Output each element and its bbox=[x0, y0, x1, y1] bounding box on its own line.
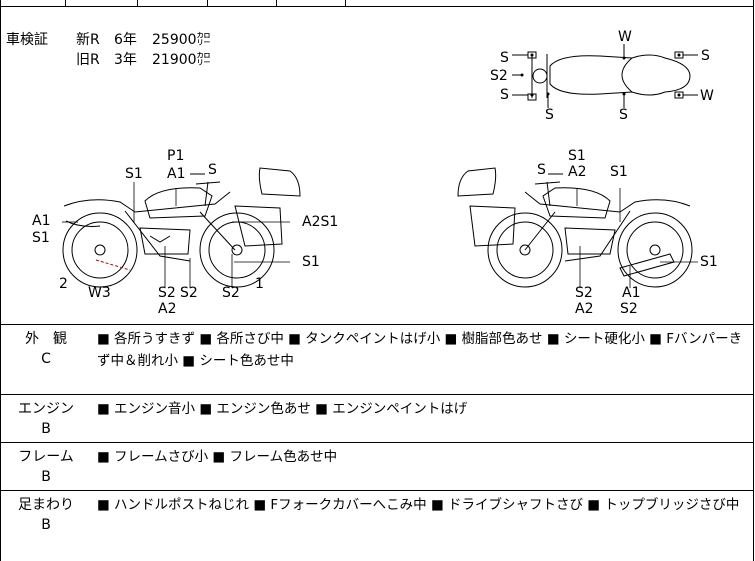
damage-label: A1 bbox=[167, 166, 186, 182]
damage-label: S1 bbox=[302, 254, 320, 270]
damage-label: S1 bbox=[568, 148, 586, 164]
condition-grade: B bbox=[41, 517, 51, 533]
condition-desc: ■ フレームさび小 ■ フレーム色あせ中 bbox=[97, 449, 338, 465]
damage-label: A2 bbox=[158, 301, 177, 317]
damage-label: S bbox=[701, 48, 710, 64]
damage-label: S2 bbox=[222, 285, 240, 301]
damage-label: W bbox=[618, 29, 632, 45]
damage-label: A1 bbox=[622, 285, 641, 301]
table-top-strip bbox=[0, 0, 754, 7]
top-view-motorcycle-icon bbox=[512, 44, 698, 108]
condition-name: フレーム bbox=[18, 449, 74, 465]
damage-label: S1 bbox=[32, 230, 50, 246]
damage-label: S2 bbox=[180, 285, 198, 301]
damage-label: S bbox=[208, 162, 217, 178]
right-side-motorcycle-icon bbox=[457, 167, 693, 288]
condition-desc: ■ ハンドルポストねじれ ■ Fフォークカバーへこみ中 ■ ドライブシャフトさび… bbox=[97, 497, 740, 513]
condition-desc: ■ エンジン音小 ■ エンジン色あせ ■ エンジンペイントはげ bbox=[97, 401, 468, 417]
damage-label: S bbox=[545, 107, 554, 123]
condition-row-engine: エンジン B ■ エンジン音小 ■ エンジン色あせ ■ エンジンペイントはげ bbox=[0, 394, 754, 442]
damage-label: 1 bbox=[255, 276, 264, 292]
shaken-title: 車検証 bbox=[6, 32, 48, 48]
condition-row-exterior: 外 観 C ■ 各所うすきず ■ 各所さび中 ■ タンクペイントはげ小 ■ 樹脂… bbox=[0, 324, 754, 394]
damage-label: A1 bbox=[32, 213, 51, 229]
condition-grade: B bbox=[41, 421, 51, 437]
damage-label: S2 bbox=[490, 68, 508, 84]
damage-label: S2 bbox=[158, 285, 176, 301]
damage-label: W3 bbox=[88, 285, 111, 301]
condition-desc: ■ 各所うすきず ■ 各所さび中 ■ タンクペイントはげ小 ■ 樹脂部色あせ ■… bbox=[97, 331, 743, 369]
condition-row-frame: フレーム B ■ フレームさび小 ■ フレーム色あせ中 bbox=[0, 442, 754, 490]
condition-grade: C bbox=[41, 351, 51, 367]
damage-label: S bbox=[537, 162, 546, 178]
damage-label: S1 bbox=[700, 254, 718, 270]
damage-label: S bbox=[619, 107, 628, 123]
condition-row-suspension: 足まわり B ■ ハンドルポストねじれ ■ Fフォークカバーへこみ中 ■ ドライ… bbox=[0, 490, 754, 561]
damage-label: A2 bbox=[568, 164, 587, 180]
condition-name: エンジン bbox=[18, 401, 74, 417]
damage-label: S2 bbox=[575, 285, 593, 301]
condition-table: 外 観 C ■ 各所うすきず ■ 各所さび中 ■ タンクペイントはげ小 ■ 樹脂… bbox=[0, 324, 754, 561]
damage-label: S1 bbox=[610, 164, 628, 180]
damage-label: S1 bbox=[125, 166, 143, 182]
condition-grade: B bbox=[41, 469, 51, 485]
condition-name: 外 観 bbox=[25, 331, 67, 347]
damage-label: P1 bbox=[167, 148, 185, 164]
damage-label: S bbox=[500, 50, 509, 66]
condition-name: 足まわり bbox=[18, 497, 74, 513]
damage-label: A2 bbox=[575, 301, 594, 317]
damage-label: S2 bbox=[620, 301, 638, 317]
damage-label: S bbox=[500, 87, 509, 103]
left-side-motorcycle-icon bbox=[62, 167, 301, 288]
damage-label: A2S1 bbox=[302, 214, 339, 230]
damage-label: W bbox=[700, 88, 714, 104]
damage-label: 2 bbox=[59, 276, 68, 292]
